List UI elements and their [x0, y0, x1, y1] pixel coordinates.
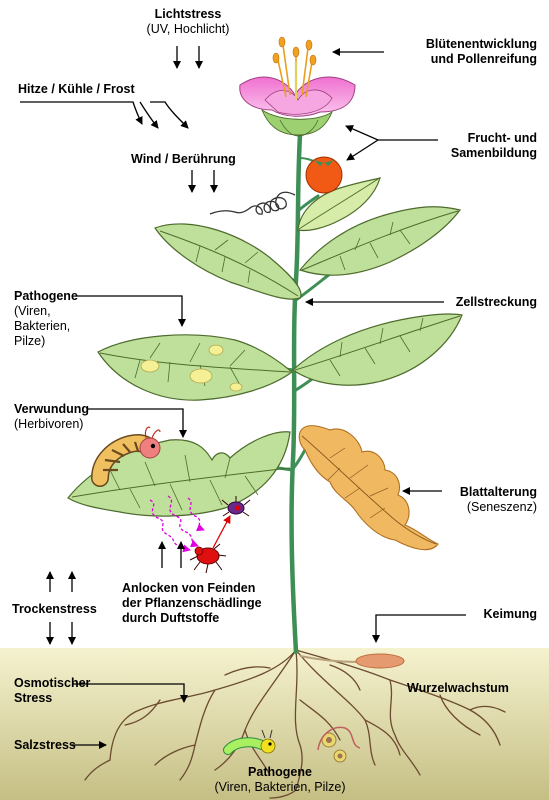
fruit	[299, 156, 343, 194]
flower	[239, 36, 356, 137]
leaf-middle-left-infected	[97, 334, 293, 401]
label-pathogene-bottom: Pathogene (Viren, Bakterien, Pilze)	[214, 765, 346, 794]
soil	[0, 648, 549, 800]
label-blattalterung: Blattalterung (Seneszenz)	[459, 485, 537, 514]
tendril	[209, 191, 296, 215]
label-hitze-kuehle-frost: Hitze / Kühle / Frost	[18, 82, 135, 96]
soil-pathogens	[223, 726, 361, 763]
leaf-middle-right	[292, 313, 463, 386]
label-verwundung: Verwundung (Herbivoren)	[14, 402, 89, 431]
label-zellstreckung: Zellstreckung	[455, 295, 537, 309]
label-wind-beruehrung: Wind / Berührung	[131, 152, 236, 166]
label-wurzelwachstum: Wurzelwachstum	[407, 681, 509, 695]
leaf-upper-right	[298, 206, 462, 276]
root-system	[84, 649, 506, 799]
predatory-mite	[221, 496, 251, 517]
label-pathogene-top: Pathogene (Viren, Bakterien, Pilze)	[14, 289, 78, 348]
label-salzstress: Salzstress	[14, 738, 76, 752]
label-trockenstress: Trockenstress	[12, 602, 97, 616]
leaf-senescent	[298, 425, 439, 551]
caterpillar	[91, 426, 161, 487]
germinating-seed	[299, 653, 405, 669]
red-mite-pest	[189, 543, 227, 574]
label-lichtstress: Lichtstress (UV, Hochlicht)	[146, 7, 230, 36]
label-bluetenentwicklung: Blütenentwicklung und Pollenreifung	[425, 37, 537, 66]
label-frucht-samenbildung: Frucht- und Samenbildung	[450, 131, 537, 160]
leaf-small-top	[297, 177, 381, 232]
leaf-upper-left	[154, 223, 302, 300]
stem	[289, 132, 303, 655]
leaf-lower-left-wounded	[67, 431, 291, 517]
label-anlocken-von-feinden: Anlocken von Feinden der Pflanzenschädli…	[122, 581, 262, 625]
label-keimung: Keimung	[483, 607, 537, 621]
label-osmotischer-stress: Osmotischer Stress	[14, 676, 91, 705]
